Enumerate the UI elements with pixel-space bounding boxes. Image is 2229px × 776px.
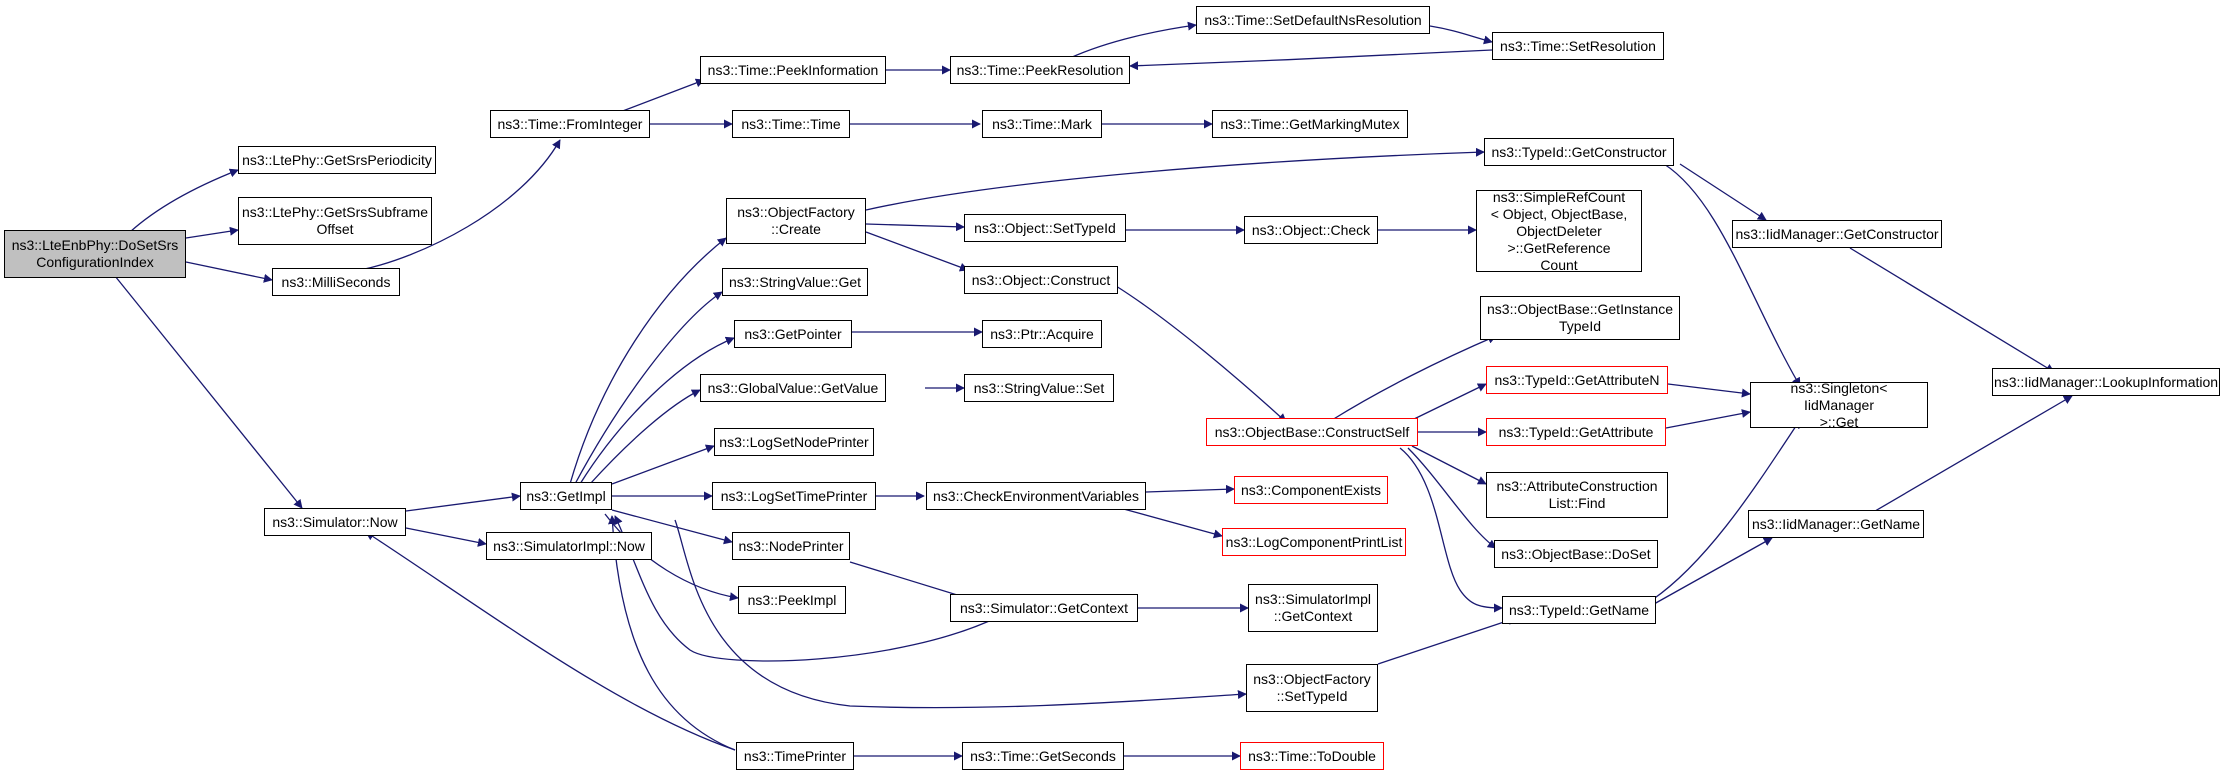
edge-typeid-get-constructor-to-iid-manager-get-constructor xyxy=(1679,163,1767,221)
edge-time-printer-to-get-impl xyxy=(607,515,736,751)
node-time-set-default-ns-resolution[interactable]: ns3::Time::SetDefaultNsResolution xyxy=(1196,6,1430,34)
edge-time-printer-to-simulator-now xyxy=(365,531,736,751)
node-get-srs-periodicity[interactable]: ns3::LtePhy::GetSrsPeriodicity xyxy=(238,146,436,174)
edge-construct-self-to-get-attribute-n xyxy=(1411,383,1487,421)
node-object-factory-create[interactable]: ns3::ObjectFactory ::Create xyxy=(726,198,866,244)
node-get-impl[interactable]: ns3::GetImpl xyxy=(520,482,612,510)
edge-typeid-get-name-to-iid-manager-get-name xyxy=(1653,537,1773,605)
edge-typeid-get-constructor-to-singleton-get xyxy=(1663,163,1801,387)
edge-simulator-now-to-get-impl xyxy=(405,492,521,512)
edge-check-env-to-component-exists xyxy=(1145,484,1235,494)
node-time-mark[interactable]: ns3::Time::Mark xyxy=(982,110,1102,138)
edge-root-to-simulator-now xyxy=(114,275,303,509)
node-object-factory-set-type-id[interactable]: ns3::ObjectFactory ::SetTypeId xyxy=(1246,664,1378,712)
edge-iid-manager-get-name-to-lookup-information xyxy=(1869,395,2073,515)
node-time-peek-information[interactable]: ns3::Time::PeekInformation xyxy=(700,56,886,84)
node-simulator-impl-now[interactable]: ns3::SimulatorImpl::Now xyxy=(486,532,652,560)
node-typeid-get-constructor[interactable]: ns3::TypeId::GetConstructor xyxy=(1484,138,1674,166)
node-object-check[interactable]: ns3::Object::Check xyxy=(1244,216,1378,244)
edge-typeid-get-name-to-singleton-get xyxy=(1651,419,1801,601)
node-simulator-get-context[interactable]: ns3::Simulator::GetContext xyxy=(950,594,1138,622)
edge-construct-self-to-typeid-get-name xyxy=(1399,447,1503,613)
edge-check-env-to-log-component-print-list xyxy=(1119,507,1223,539)
node-simulator-impl-get-context[interactable]: ns3::SimulatorImpl ::GetContext xyxy=(1248,584,1378,632)
edge-get-impl-to-global-value-get-value xyxy=(589,389,701,485)
node-typeid-get-attribute-n[interactable]: ns3::TypeId::GetAttributeN xyxy=(1486,366,1668,394)
edge-get-impl-to-log-set-node-printer xyxy=(611,444,715,485)
node-time-get-marking-mutex[interactable]: ns3::Time::GetMarkingMutex xyxy=(1212,110,1408,138)
node-object-base-do-set[interactable]: ns3::ObjectBase::DoSet xyxy=(1494,540,1658,568)
node-object-base-construct-self[interactable]: ns3::ObjectBase::ConstructSelf xyxy=(1206,418,1418,446)
node-string-value-set[interactable]: ns3::StringValue::Set xyxy=(964,374,1114,402)
node-iid-manager-get-constructor[interactable]: ns3::IidManager::GetConstructor xyxy=(1732,220,1942,248)
node-log-set-time-printer[interactable]: ns3::LogSetTimePrinter xyxy=(712,482,876,510)
node-typeid-get-attribute[interactable]: ns3::TypeId::GetAttribute xyxy=(1486,418,1666,446)
edge-get-impl-to-string-value-get xyxy=(574,291,723,485)
node-time-printer[interactable]: ns3::TimePrinter xyxy=(736,742,854,770)
edge-iid-manager-get-constructor-to-lookup-information xyxy=(1849,247,2055,373)
edge-construct-self-to-get-instance-type-id xyxy=(1331,335,1497,421)
node-log-set-node-printer[interactable]: ns3::LogSetNodePrinter xyxy=(714,428,874,456)
edge-object-factory-create-to-object-construct xyxy=(865,231,969,272)
node-time-to-double[interactable]: ns3::Time::ToDouble xyxy=(1240,742,1384,770)
node-time-peek-resolution[interactable]: ns3::Time::PeekResolution xyxy=(950,56,1130,84)
node-node-printer[interactable]: ns3::NodePrinter xyxy=(732,532,850,560)
edge-object-factory-create-to-object-set-type-id xyxy=(865,222,965,232)
edge-root-to-milliseconds xyxy=(185,261,273,283)
node-milliseconds[interactable]: ns3::MilliSeconds xyxy=(272,268,400,296)
node-attribute-construction-list-find[interactable]: ns3::AttributeConstruction List::Find xyxy=(1486,472,1668,518)
edge-get-attribute-n-to-singleton-get xyxy=(1667,383,1751,398)
node-time-get-seconds[interactable]: ns3::Time::GetSeconds xyxy=(962,742,1124,770)
edge-get-impl-to-object-factory-create xyxy=(569,237,727,485)
node-object-construct[interactable]: ns3::Object::Construct xyxy=(964,266,1118,294)
node-log-component-print-list[interactable]: ns3::LogComponentPrintList xyxy=(1222,528,1406,556)
edge-get-impl-to-get-pointer xyxy=(579,336,735,485)
node-component-exists[interactable]: ns3::ComponentExists xyxy=(1234,476,1388,504)
edge-root-to-get-srs-periodicity xyxy=(129,168,239,233)
node-peek-impl[interactable]: ns3::PeekImpl xyxy=(738,586,846,614)
edge-simulator-now-to-simulator-impl-now xyxy=(405,527,487,547)
node-singleton-get[interactable]: ns3::Singleton< IidManager >::Get xyxy=(1750,380,1928,430)
node-simulator-now[interactable]: ns3::Simulator::Now xyxy=(264,508,406,536)
node-get-pointer[interactable]: ns3::GetPointer xyxy=(734,320,852,348)
node-root: ns3::LteEnbPhy::DoSetSrs ConfigurationIn… xyxy=(4,230,186,278)
edge-object-factory-create-to-typeid-get-constructor xyxy=(865,147,1485,211)
edge-object-factory-set-type-id-to-typeid-get-name xyxy=(1377,616,1517,665)
edge-construct-self-to-attribute-construction-list-find xyxy=(1411,445,1487,485)
edge-root-to-get-srs-subframe-offset xyxy=(185,226,239,239)
node-object-set-type-id[interactable]: ns3::Object::SetTypeId xyxy=(964,214,1126,242)
edge-from-integer-to-peek-information xyxy=(619,78,705,113)
node-time-from-integer[interactable]: ns3::Time::FromInteger xyxy=(490,110,650,138)
edge-construct-self-to-object-base-do-set xyxy=(1407,447,1497,549)
node-simple-ref-count[interactable]: ns3::SimpleRefCount < Object, ObjectBase… xyxy=(1476,189,1642,273)
edge-get-attribute-to-singleton-get xyxy=(1665,409,1751,429)
node-time-set-resolution[interactable]: ns3::Time::SetResolution xyxy=(1492,32,1664,60)
edge-simulator-get-context-to-get-impl xyxy=(614,515,1001,662)
edge-set-default-ns-resolution-to-set-resolution xyxy=(1429,25,1493,45)
node-typeid-get-name[interactable]: ns3::TypeId::GetName xyxy=(1502,596,1656,624)
node-iid-manager-lookup-information[interactable]: ns3::IidManager::LookupInformation xyxy=(1992,368,2220,396)
edge-get-impl-to-peek-impl xyxy=(604,513,739,602)
node-time-time[interactable]: ns3::Time::Time xyxy=(732,110,850,138)
edge-get-impl-to-object-factory-set-type-id xyxy=(674,519,1247,709)
edge-peek-resolution-to-set-default-ns-resolution xyxy=(1069,21,1197,59)
node-ptr-acquire[interactable]: ns3::Ptr::Acquire xyxy=(982,320,1102,348)
edge-milliseconds-to-from-integer xyxy=(359,139,561,271)
node-global-value-get-value[interactable]: ns3::GlobalValue::GetValue xyxy=(700,374,886,402)
node-iid-manager-get-name[interactable]: ns3::IidManager::GetName xyxy=(1748,510,1924,538)
node-string-value-get[interactable]: ns3::StringValue::Get xyxy=(722,268,868,296)
edge-get-impl-to-node-printer xyxy=(611,509,733,545)
node-check-environment-variables[interactable]: ns3::CheckEnvironmentVariables xyxy=(926,482,1146,510)
edge-object-construct-to-construct-self xyxy=(1115,285,1287,423)
edge-set-resolution-to-peek-resolution xyxy=(1129,49,1493,71)
node-get-srs-subframe-offset[interactable]: ns3::LtePhy::GetSrsSubframe Offset xyxy=(238,197,432,245)
node-object-base-get-instance-type-id[interactable]: ns3::ObjectBase::GetInstance TypeId xyxy=(1480,296,1680,340)
